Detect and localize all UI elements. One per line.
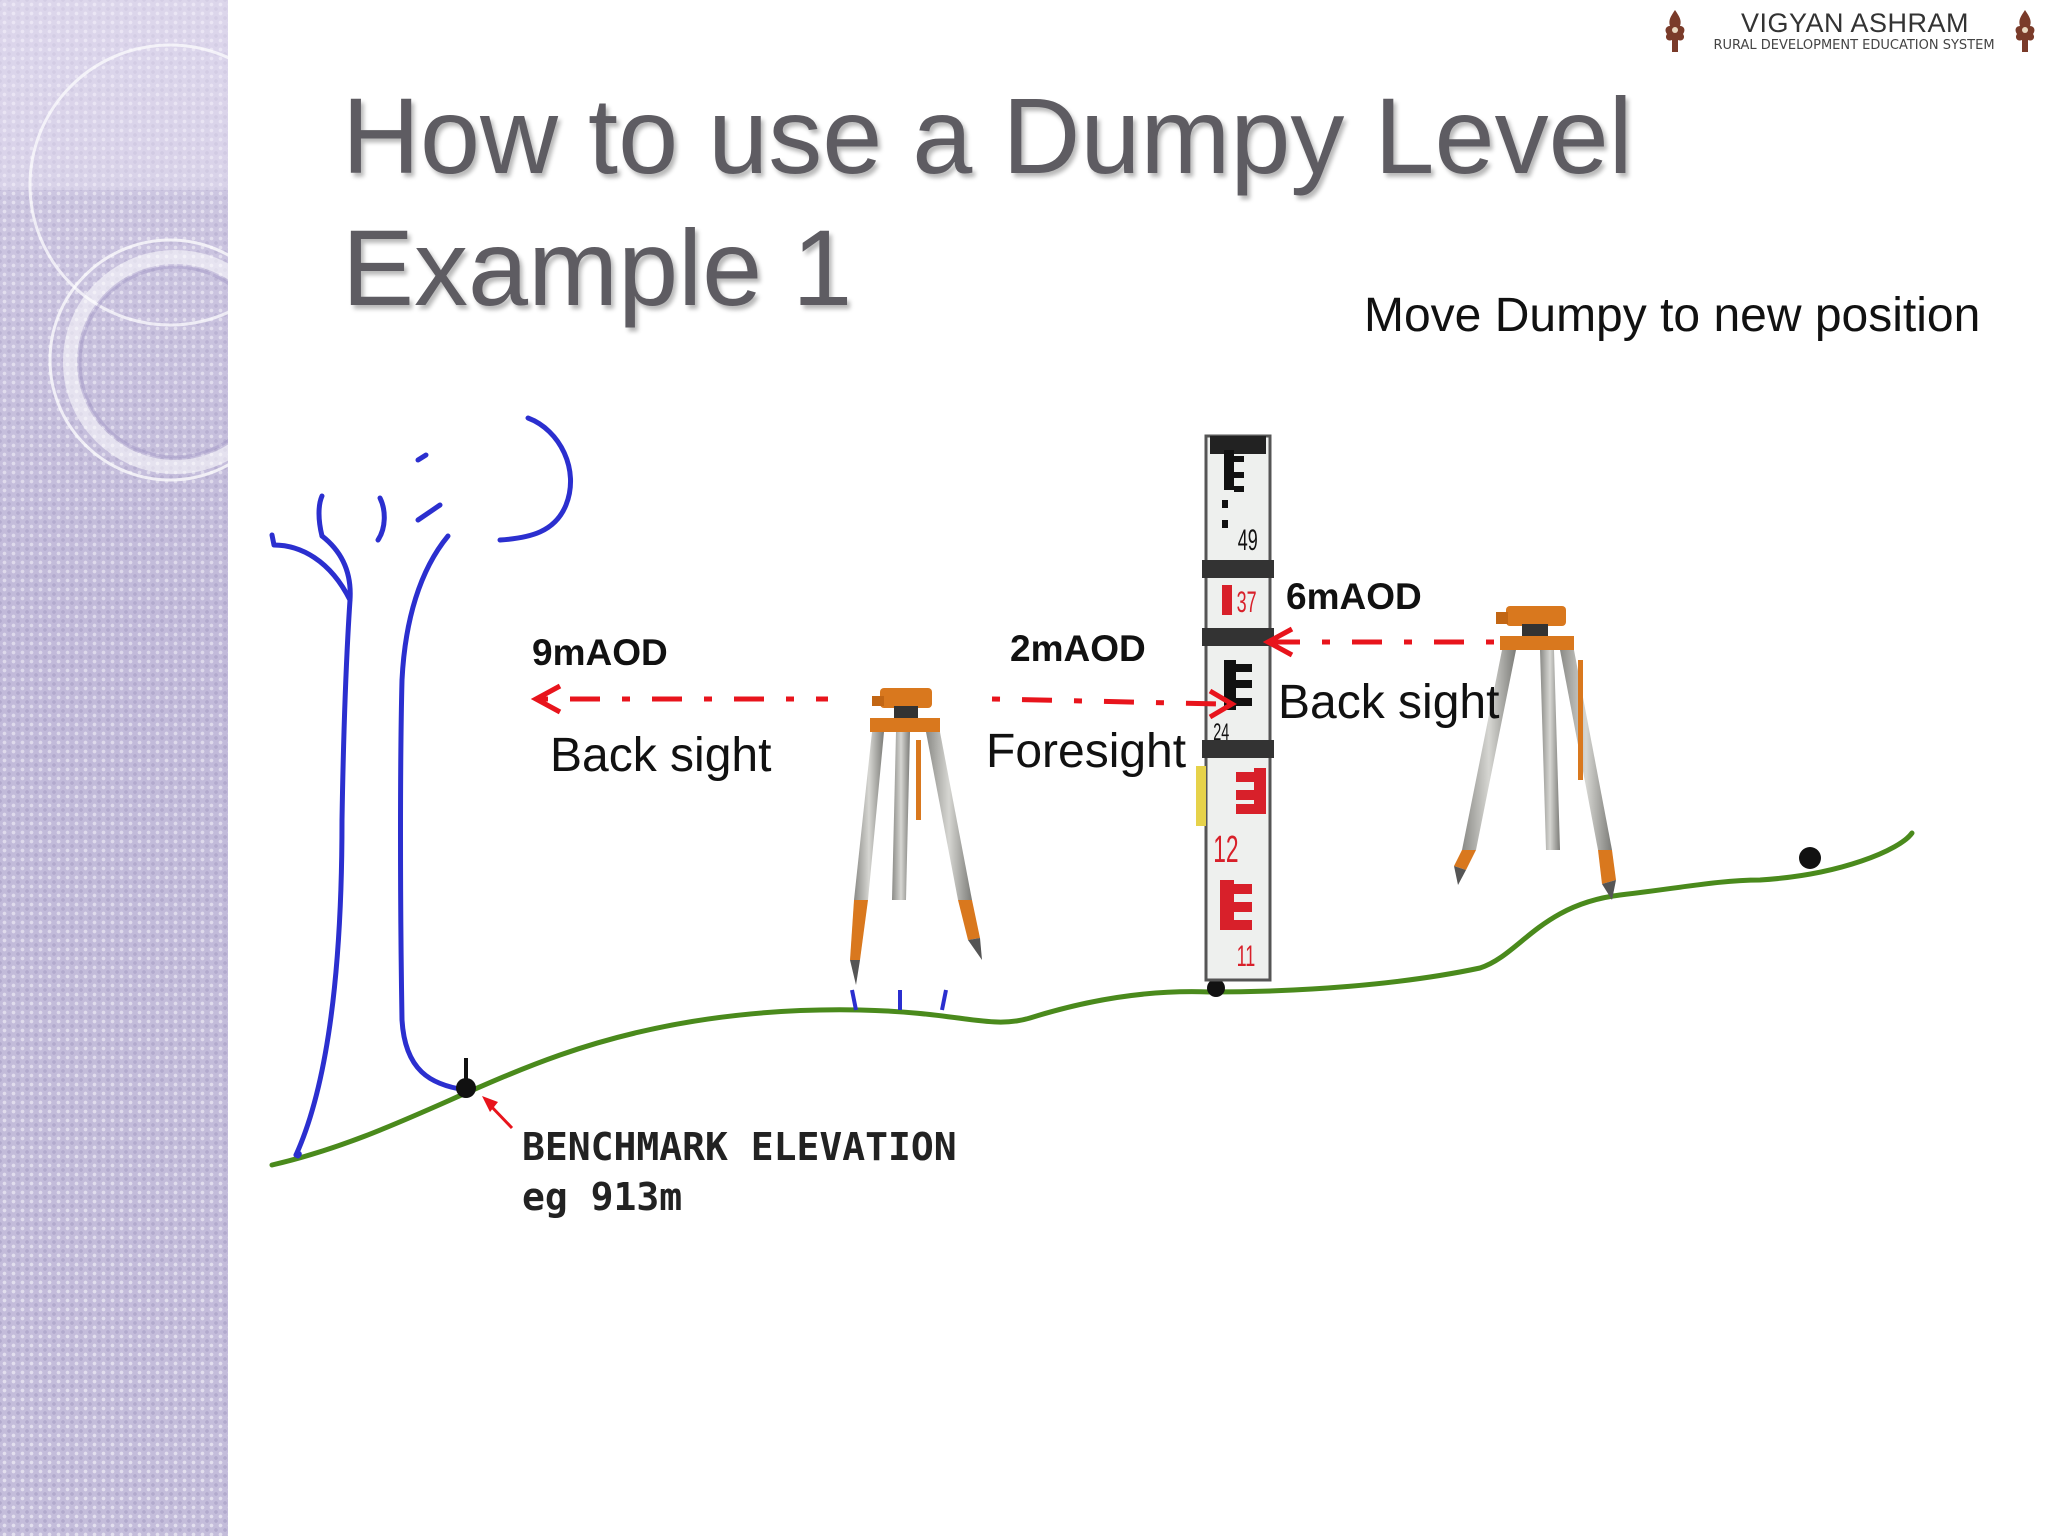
staff-mark-12: 12 — [1213, 828, 1238, 870]
logo-emblem-left-icon — [1665, 10, 1685, 52]
staff-mark-24: 24 — [1213, 719, 1229, 746]
benchmark-label-line-2: eg 913m — [522, 1175, 683, 1219]
middle-reading-label: 2mAOD — [1010, 628, 1146, 669]
staff-base-point — [1207, 979, 1225, 997]
sight-line-right — [1262, 626, 1514, 658]
benchmark-marker — [456, 1058, 514, 1130]
dumpy-level-tripod-right — [1454, 606, 1616, 900]
benchmark-label-line-1: BENCHMARK ELEVATION — [522, 1125, 957, 1169]
staff-mark-49: 49 — [1238, 525, 1258, 558]
sight-line-left — [530, 683, 828, 715]
benchmark-label: BENCHMARK ELEVATION eg 913m — [522, 1122, 957, 1222]
sidebar-decoration — [0, 0, 228, 1536]
logo-title: VIGYAN ASHRAM — [1740, 8, 1970, 38]
left-back-sight-label: Back sight — [550, 729, 772, 782]
ground-profile — [269, 830, 1915, 1168]
logo-tagline: RURAL DEVELOPMENT EDUCATION SYSTEM — [1713, 38, 1995, 53]
dumpy-level-tripod-left — [850, 688, 982, 1011]
sight-line-foresight — [991, 688, 1237, 720]
levelling-staff: 49 37 24 12 11 — [1196, 434, 1274, 982]
logo-emblem-right-icon — [2015, 10, 2035, 52]
vigyan-ashram-logo: VIGYAN ASHRAM RURAL DEVELOPMENT EDUCATIO… — [1660, 4, 2040, 58]
slide-title-line-1: How to use a Dumpy Level — [342, 75, 1633, 196]
foresight-label: Foresight — [986, 725, 1187, 778]
tree-sketch — [269, 415, 573, 1159]
sidebar-circles — [0, 0, 228, 482]
slide-caption: Move Dumpy to new position — [1364, 289, 1981, 342]
survey-point — [1799, 847, 1821, 869]
slide-title-line-2: Example 1 — [342, 207, 853, 328]
left-reading-label: 9mAOD — [532, 632, 668, 673]
right-back-sight-label: Back sight — [1278, 676, 1500, 729]
slide-title: How to use a Dumpy Level Example 1 — [342, 70, 1633, 334]
staff-mark-37: 37 — [1237, 587, 1257, 620]
right-reading-label: 6mAOD — [1286, 576, 1422, 617]
staff-mark-11: 11 — [1237, 941, 1256, 974]
